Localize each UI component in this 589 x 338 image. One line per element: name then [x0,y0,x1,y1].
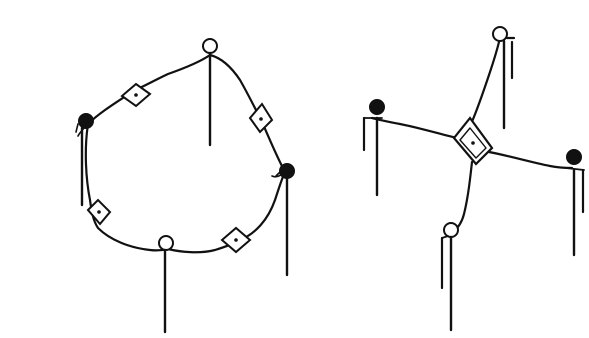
star-edge [453,162,472,232]
star-edge [489,152,572,168]
filled-node [566,150,584,256]
ring-edge [88,55,210,124]
open-node [493,27,514,128]
open-node [203,39,217,145]
junction-diamond [250,104,272,132]
junction-diamond [122,84,150,106]
junction-diamond [454,118,492,164]
open-node [442,223,458,330]
filled-node [276,164,295,276]
filled-node [364,100,385,196]
ring-network [76,39,295,332]
star-network [364,27,584,330]
star-edge [372,118,457,138]
star-edge [471,42,499,124]
ring-edge [210,55,285,172]
filled-node [76,114,94,206]
ring-edge [86,124,168,250]
junction-diamond [222,228,250,252]
